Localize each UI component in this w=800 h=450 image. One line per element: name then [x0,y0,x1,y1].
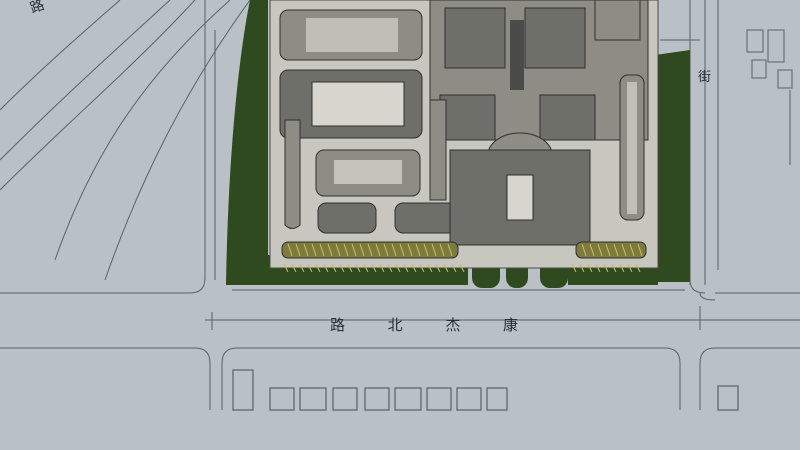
road-name-char: 康 [502,316,520,334]
horizontal-road-lines [0,277,800,410]
road-name-label: 路 北 杰 康 [330,314,520,335]
parking-stripes [283,243,643,273]
road-tick-marks [211,39,701,330]
right-buildings [746,29,793,89]
site-plan-area [269,0,659,269]
bottom-buildings [232,369,739,411]
road-name-char: 路 [330,316,348,334]
road-name-char: 北 [387,316,405,334]
right-street-label: 街 [698,70,712,85]
diagonal-road-lines [0,0,251,281]
road-name-char: 杰 [445,316,463,334]
